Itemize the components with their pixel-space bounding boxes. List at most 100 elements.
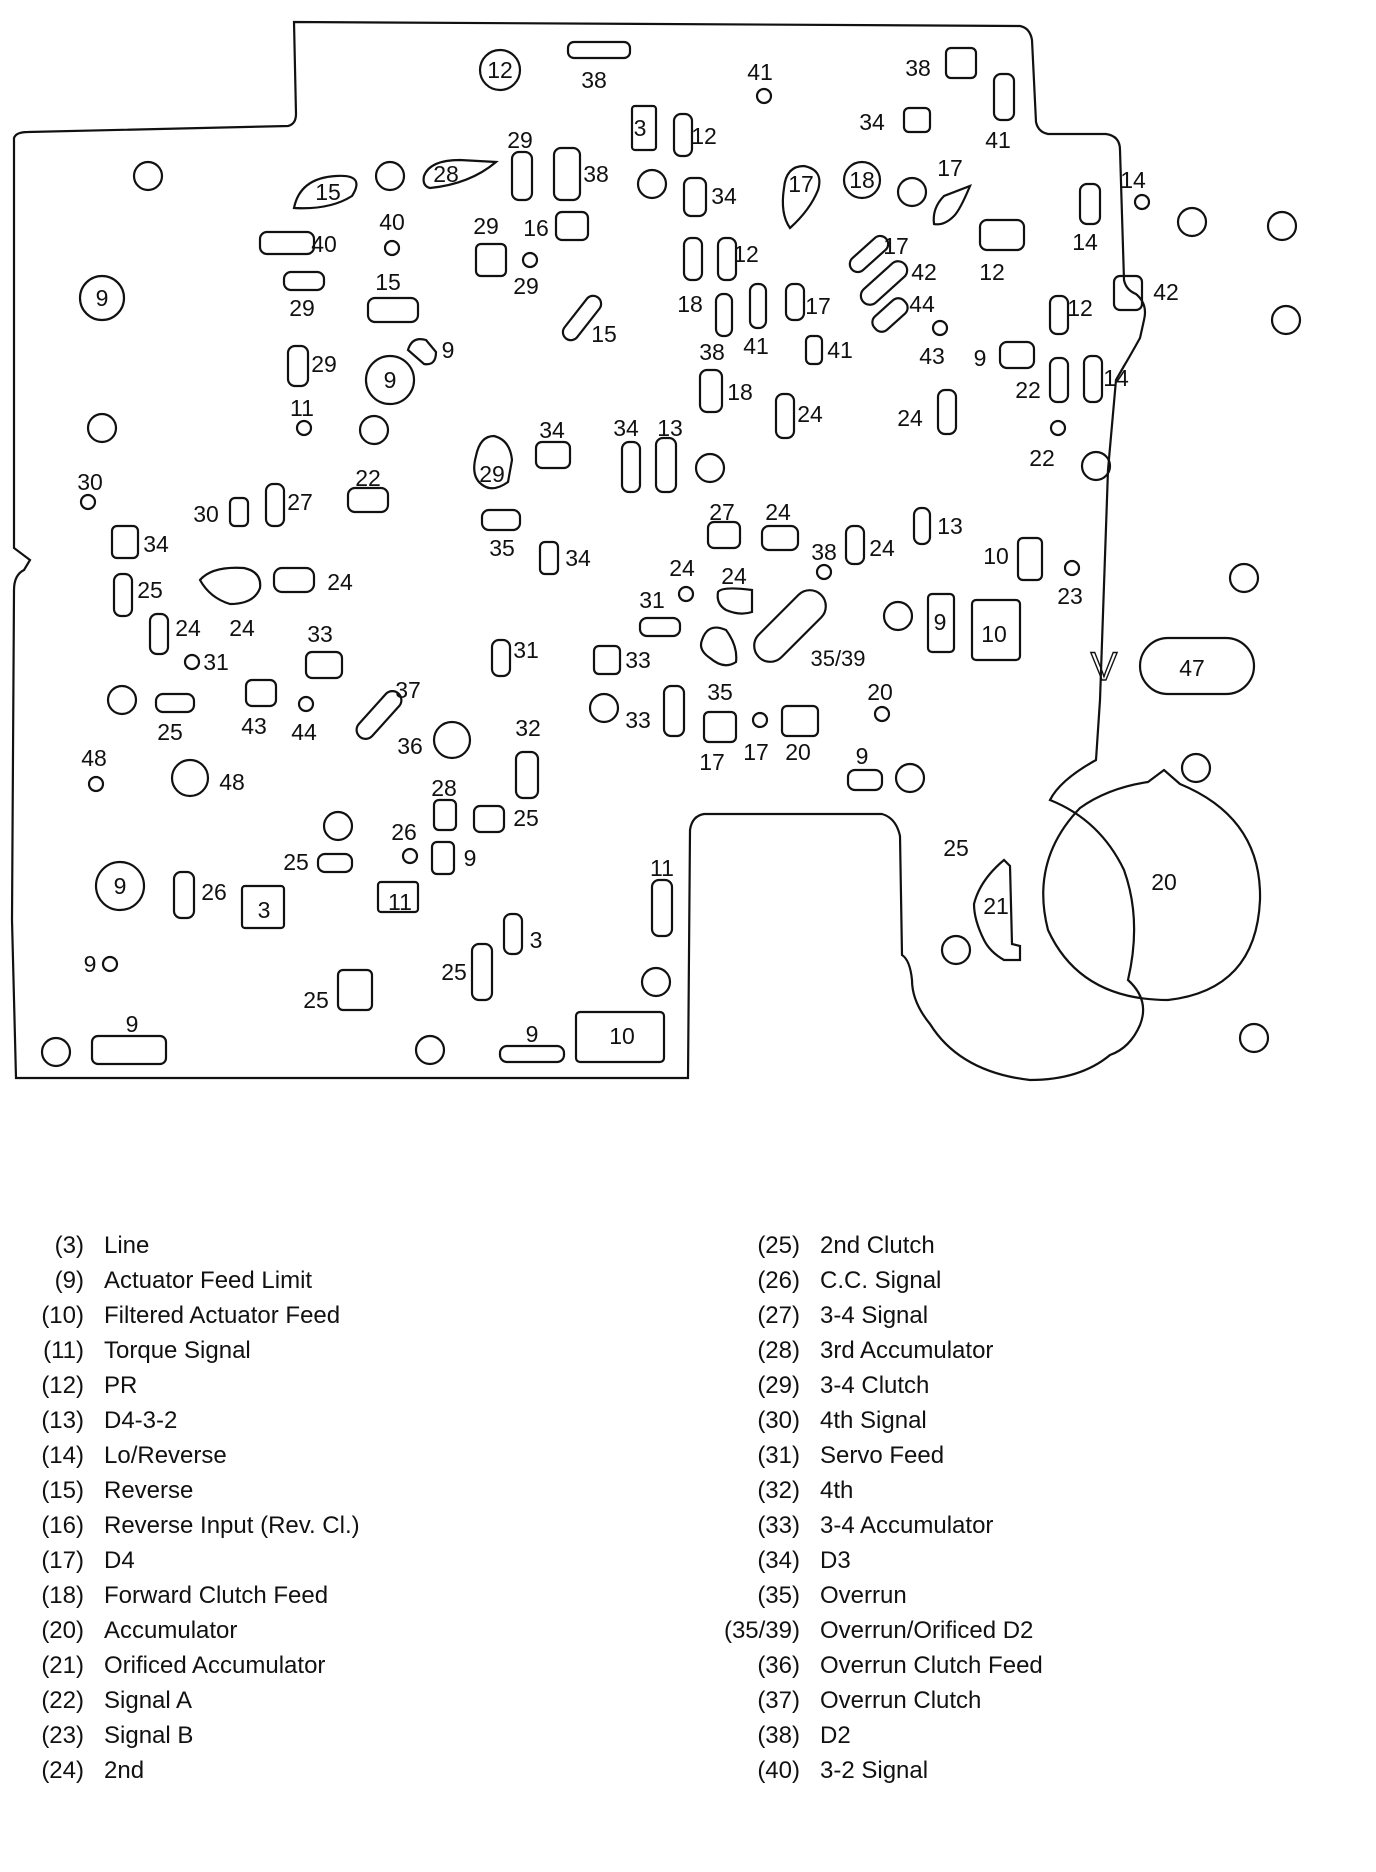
legend-label: D2 [820,1722,851,1749]
passage-label: 11 [388,889,412,915]
passage-label: 25 [137,577,163,603]
accumulator-bore [1042,768,1262,1002]
legend-item: (31)Servo Feed [700,1438,1043,1473]
legend-label: Forward Clutch Feed [104,1582,329,1609]
passage-label: 38 [811,539,837,565]
passage-label: 41 [747,59,773,85]
legend-item: (21) Orificed Accumulator [30,1648,360,1683]
passage-label: 22 [1015,377,1041,403]
legend-code: (26) [757,1267,800,1294]
passage-label: 34 [613,415,639,441]
passage-label: 41 [827,337,853,363]
passage-label: 43 [241,713,267,739]
legend-code: (21) [41,1652,84,1679]
passage-label: 35/39 [810,646,865,671]
passage-label: 13 [657,415,683,441]
passage-label: 29 [473,213,499,239]
passage-label: 14 [1120,167,1146,193]
legend-code: (10) [41,1302,84,1329]
legend-item: (18)Forward Clutch Feed [30,1578,360,1613]
passage-label: 31 [513,637,539,663]
passage-label: 17 [937,155,963,181]
passage-label: 24 [327,569,353,595]
passage-label: 12 [733,241,759,267]
legend-code: (15) [41,1477,84,1504]
legend-code: (27) [757,1302,800,1329]
legend-code: (14) [41,1442,84,1469]
legend-item: (16)Reverse Input (Rev. Cl.) [30,1508,359,1543]
legend-item: (17)D4 [30,1543,360,1578]
legend-code: (17) [41,1547,84,1574]
passage-label: 38 [699,339,725,365]
passage-label: 11 [290,395,314,421]
passage-label: 42 [1153,279,1179,305]
legend-code: (20) [41,1617,84,1644]
legend-item: (30)4th Signal [700,1403,1043,1438]
legend-label: 4th Signal [820,1407,927,1434]
legend-label: Overrun [820,1582,907,1609]
passage-label: 9 [526,1021,539,1047]
legend-label: Orificed Accumulator [104,1652,326,1679]
passage-label: 3 [530,927,543,953]
legend-item: (12)PR [30,1368,360,1403]
passage-label: 12 [487,57,513,83]
passage-label: 35 [707,679,733,705]
legend-code: (37) [757,1687,800,1714]
passage-label: 44 [909,291,935,317]
legend-item: (32)4th [700,1473,1043,1508]
legend-label: Accumulator [104,1617,238,1644]
passage-label: 25 [943,835,969,861]
legend-code: (3) [54,1232,84,1259]
legend-code: (25) [757,1232,800,1259]
legend-left: (3)Line(9)Actuator Feed Limit(10)Filtere… [30,1228,360,1788]
passage-label: 9 [974,345,987,371]
passage-label: 9 [856,743,869,769]
legend-item: (24)2nd [30,1753,360,1788]
legend-label: Overrun Clutch Feed [820,1652,1043,1679]
passage-label: 37 [395,677,421,703]
passage-label: 33 [625,647,651,673]
legend-label: 3-2 Signal [820,1757,929,1784]
passage-label: 17 [699,749,725,775]
passage-label: 29 [513,273,539,299]
passage-label: 41 [743,333,769,359]
passage-label: 17 [883,233,909,259]
legend-label: PR [104,1372,138,1399]
legend-label: Overrun/Orificed D2 [820,1617,1034,1644]
passage-label: 25 [157,719,183,745]
passage-label: 9 [96,285,109,311]
legend-label: Torque Signal [104,1337,251,1364]
legend-label: 3rd Accumulator [820,1337,994,1364]
legend-item: (14)Lo/Reverse [30,1438,360,1473]
passage-label: 20 [1151,869,1177,895]
legend-label: Line [104,1232,150,1259]
passage-label: 34 [539,417,565,443]
legend-label: 2nd Clutch [820,1232,935,1259]
passage-label: 33 [625,707,651,733]
passage-label: 34 [711,183,737,209]
legend-item: (37)Overrun Clutch [700,1683,1043,1718]
passage-label: 20 [867,679,893,705]
legend-label: 3-4 Accumulator [820,1512,994,1539]
legend-item: (11)Torque Signal [30,1333,360,1368]
passage-label: 48 [219,769,245,795]
passage-label: 31 [203,649,229,675]
passage-label: 24 [721,563,747,589]
legend-item: (10)Filtered Actuator Feed [30,1298,360,1333]
passage-label: 9 [442,337,455,363]
passage-label: 47 [1179,655,1205,681]
legend-item: (22)Signal A [30,1683,360,1718]
passage-label: 9 [464,845,477,871]
legend-label: C.C. Signal [820,1267,942,1294]
passage-label: 35 [489,535,515,561]
passage-label: 28 [431,775,457,801]
legend-item: (36)Overrun Clutch Feed [700,1648,1043,1683]
passage-label: 48 [81,745,107,771]
legend-label: 3-4 Clutch [820,1372,930,1399]
passage-label: 38 [583,161,609,187]
passage-label: 26 [391,819,417,845]
legend-code: (35) [757,1582,800,1609]
plate-outline [10,20,1147,1082]
